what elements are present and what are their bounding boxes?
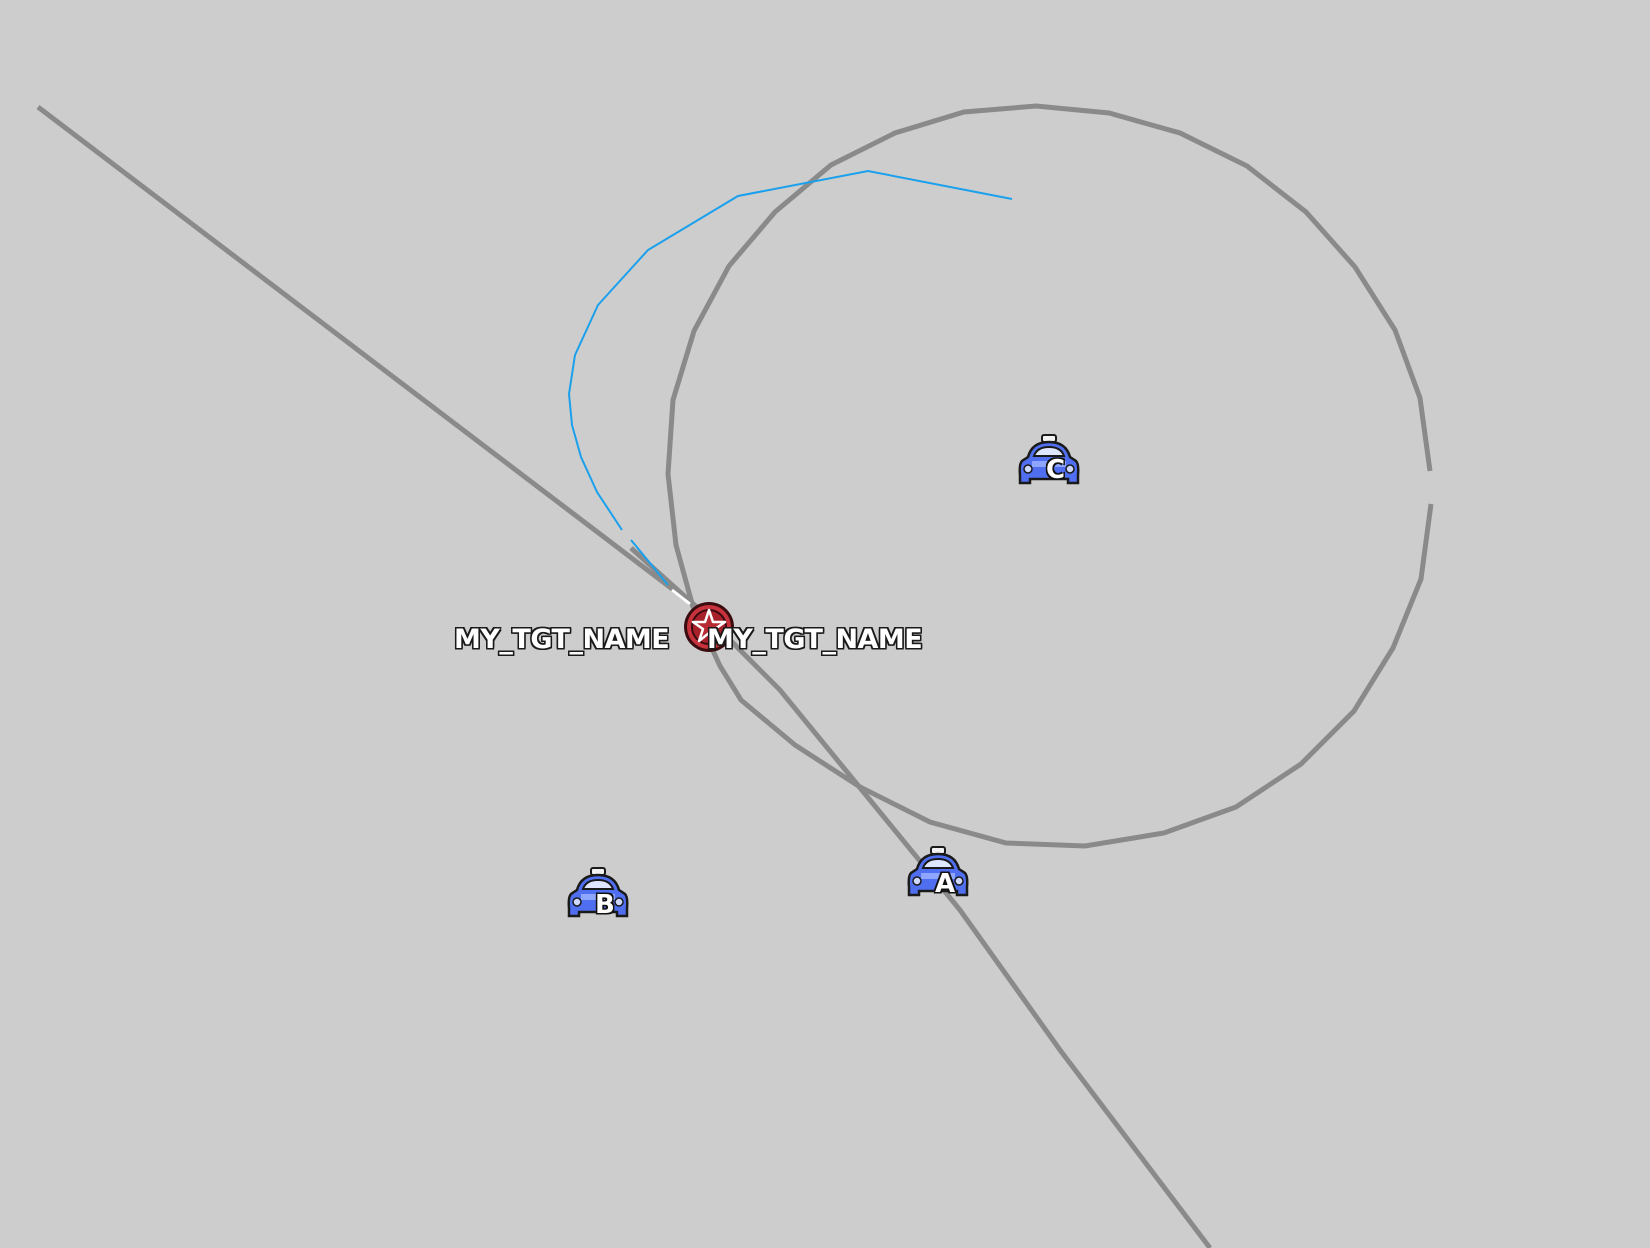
flight-trajectory-tail [630,539,669,586]
taxi-icon [567,867,629,918]
loiter-circle[interactable] [665,103,1434,849]
unit-a-label: A [935,869,956,899]
target-star-icon [684,602,734,652]
flight-trajectory[interactable] [567,169,1013,531]
unit-c-label: C [1046,455,1066,485]
unit-a-marker[interactable]: A [907,845,969,901]
approach-segment [629,546,702,612]
target-label-left: MY_TGT_NAME [454,624,670,655]
approach-highlight [671,588,691,606]
target-label-right: MY_TGT_NAME [707,624,923,655]
taxi-icon [1018,434,1080,485]
route-line[interactable] [36,105,1212,1248]
taxi-icon [907,846,969,897]
unit-c-marker[interactable]: C [1018,433,1080,489]
unit-b-marker[interactable]: B [567,866,629,922]
unit-b-label: B [595,890,615,920]
target-marker[interactable] [682,600,736,654]
